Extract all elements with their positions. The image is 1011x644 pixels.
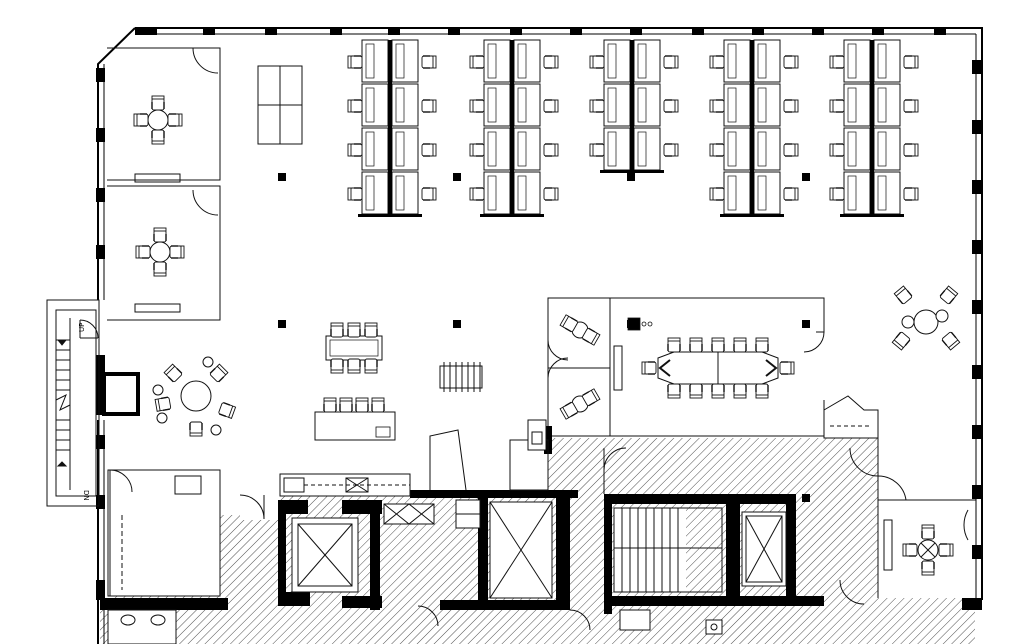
elevator-3	[741, 511, 787, 587]
core-walls	[100, 426, 824, 614]
window-mullions	[96, 27, 982, 610]
pantry-counter	[314, 397, 396, 441]
core-stair	[613, 507, 723, 593]
phone-room-1-chair	[559, 314, 601, 346]
open-table-6	[325, 322, 383, 374]
bench	[439, 362, 483, 392]
workstation-pod-2	[469, 39, 559, 217]
corner-round-table	[891, 285, 961, 351]
conference-table	[641, 337, 795, 399]
workstation-pod-5	[829, 39, 919, 217]
riser-box	[823, 395, 879, 439]
workstation-pod-1	[347, 39, 437, 217]
stair-down-label: DN	[82, 490, 90, 501]
restroom-fixtures	[107, 609, 723, 644]
layout-table	[257, 65, 303, 145]
feature-wall-block	[102, 372, 140, 416]
meeting-room-1-table	[133, 95, 183, 145]
elevator-1	[291, 517, 359, 593]
meeting-room-2-table	[135, 227, 185, 277]
meeting-room-2	[107, 185, 221, 321]
core-doors	[417, 447, 865, 631]
service-shafts	[383, 499, 481, 529]
small-room-table	[902, 524, 954, 576]
workstation-pod-4	[709, 39, 799, 217]
exit-stair	[46, 299, 100, 507]
lounge-round-table	[152, 356, 237, 437]
phone-rooms	[547, 297, 611, 437]
core-stair-up-label: UP	[604, 517, 612, 526]
copy-room	[109, 469, 265, 597]
reception-area	[279, 419, 549, 497]
elevator-2	[489, 501, 553, 599]
workstation-pod-3	[589, 39, 679, 173]
phone-room-2-chair	[559, 388, 601, 420]
stair-up-label: UP	[78, 323, 86, 332]
av-credenza	[627, 317, 653, 331]
core-stair-down-label: DN	[604, 567, 612, 578]
small-corner-room	[849, 438, 976, 598]
